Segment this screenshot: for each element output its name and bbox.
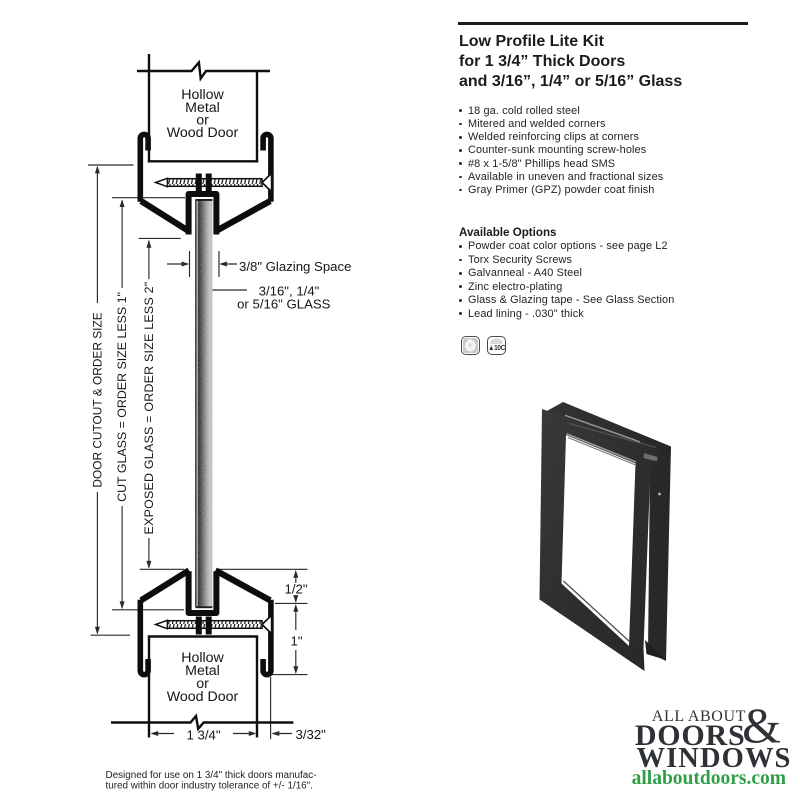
svg-text:Hollow: Hollow — [181, 650, 224, 666]
svg-text:3/16", 1/4": 3/16", 1/4" — [259, 283, 320, 298]
svg-text:Wood Door: Wood Door — [167, 125, 239, 141]
svg-text:1": 1" — [290, 634, 302, 649]
svg-text:EXPOSED GLASS = ORDER SIZE LES: EXPOSED GLASS = ORDER SIZE LESS 2" — [142, 282, 156, 535]
svg-text:tured within door industry tol: tured within door industry tolerance of … — [106, 781, 313, 792]
svg-text:Designed for use on 1 3/4" thi: Designed for use on 1 3/4" thick doors m… — [106, 770, 317, 781]
svg-text:Hollow: Hollow — [181, 87, 224, 103]
svg-text:Metal: Metal — [185, 100, 220, 116]
svg-text:1 3/4": 1 3/4" — [186, 728, 220, 743]
svg-text:3/8" Glazing Space: 3/8" Glazing Space — [239, 259, 351, 274]
svg-text:or 5/16" GLASS: or 5/16" GLASS — [237, 297, 331, 312]
svg-text:Wood Door: Wood Door — [167, 689, 239, 705]
svg-text:Metal: Metal — [185, 663, 220, 679]
svg-text:or: or — [196, 676, 209, 692]
svg-text:CUT GLASS = ORDER SIZE LESS 1": CUT GLASS = ORDER SIZE LESS 1" — [115, 292, 129, 502]
svg-text:1/2": 1/2" — [284, 582, 307, 597]
svg-text:DOOR CUTOUT & ORDER SIZE: DOOR CUTOUT & ORDER SIZE — [90, 312, 104, 487]
svg-text:3/32": 3/32" — [296, 727, 327, 742]
svg-text:or: or — [196, 112, 209, 128]
